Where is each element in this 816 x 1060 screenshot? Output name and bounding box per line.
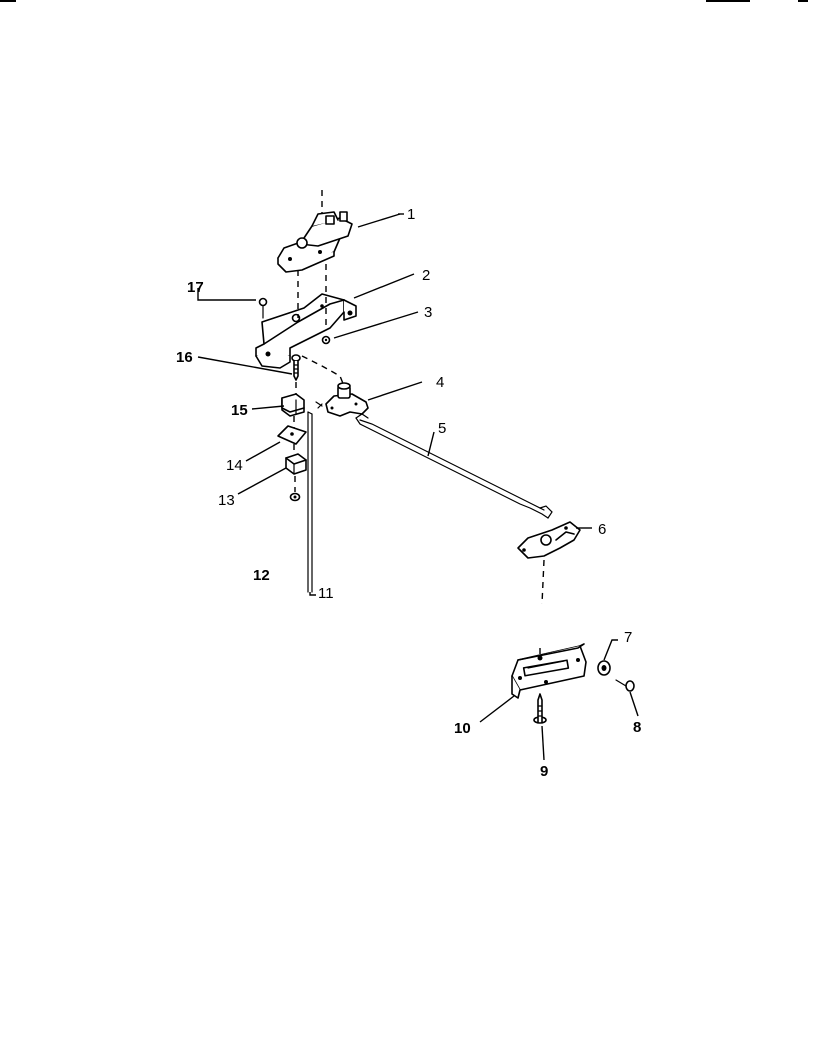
dash-line bbox=[301, 355, 345, 387]
scan-corner-marks bbox=[0, 0, 808, 2]
part-14-plate bbox=[277, 425, 307, 445]
part-9-screw bbox=[533, 693, 547, 724]
part-17-screw bbox=[258, 297, 268, 319]
part-label-2: 2 bbox=[422, 267, 430, 284]
leader-lines bbox=[197, 213, 639, 761]
part-4-cam bbox=[325, 382, 369, 417]
part-15-clip bbox=[281, 393, 305, 417]
part-8-screw bbox=[615, 679, 635, 692]
part-label-3: 3 bbox=[424, 304, 432, 321]
part-label-11: 11 bbox=[318, 585, 334, 602]
part-label-17: 17 bbox=[187, 279, 204, 296]
part-label-7: 7 bbox=[624, 629, 632, 646]
part-3-nut bbox=[321, 335, 331, 345]
part-label-15: 15 bbox=[231, 402, 248, 419]
part-label-12: 12 bbox=[253, 567, 270, 584]
part-2-bracket bbox=[255, 293, 357, 369]
part-label-1: 1 bbox=[407, 206, 415, 223]
part-16-screw bbox=[291, 354, 301, 381]
part-label-13: 13 bbox=[218, 492, 235, 509]
part-12-nut bbox=[289, 492, 301, 502]
part-label-16: 16 bbox=[176, 349, 193, 366]
part-label-10: 10 bbox=[454, 720, 471, 737]
part-7-washer bbox=[597, 660, 611, 676]
part-13-block bbox=[285, 453, 307, 475]
part-5-rod bbox=[355, 413, 553, 519]
part-label-9: 9 bbox=[540, 763, 548, 780]
part-10-bracket bbox=[511, 643, 587, 699]
part-label-14: 14 bbox=[226, 457, 243, 474]
part-11-pin bbox=[307, 401, 323, 593]
part-1-switch bbox=[277, 190, 353, 273]
part-label-6: 6 bbox=[598, 521, 606, 538]
part-label-8: 8 bbox=[633, 719, 641, 736]
part-6-cam-plate bbox=[517, 521, 581, 559]
part-label-5: 5 bbox=[438, 420, 446, 437]
part-label-4: 4 bbox=[436, 374, 444, 391]
dash-line bbox=[541, 559, 545, 605]
